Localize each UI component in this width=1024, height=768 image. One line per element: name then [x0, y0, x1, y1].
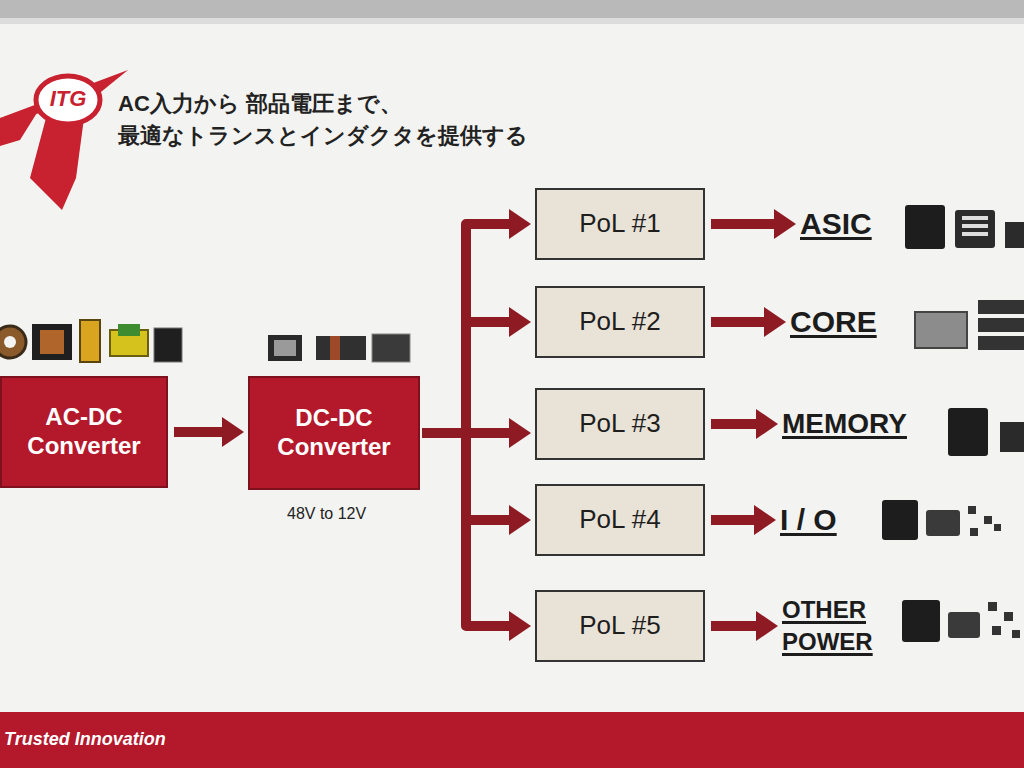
pol-box: PoL #4 [535, 484, 705, 556]
pol-box: PoL #1 [535, 188, 705, 260]
footer-tagline: Trusted Innovation [4, 729, 166, 750]
arrow-head [509, 418, 531, 448]
node-text: DC-DC Converter [262, 404, 406, 462]
arrow-head [222, 417, 244, 447]
text-stack: AC-DC Converter [14, 403, 154, 461]
connector-arrow [422, 307, 531, 433]
connector-arrow [174, 417, 244, 447]
node-text: I / O [780, 500, 841, 541]
arrow-head [756, 611, 778, 641]
connector-arrow [711, 209, 796, 239]
title: AC入力から 部品電圧まで、 最適なトランスとインダクタを提供する [118, 88, 588, 152]
connector-arrow [711, 409, 778, 439]
text-stack: DC-DC Converter [262, 404, 406, 462]
node-text: PoL #2 [579, 306, 660, 337]
node-text: OTHER POWER [782, 594, 897, 659]
connector-arrow [422, 209, 531, 433]
load-label: I / O [780, 500, 841, 541]
arrow-head [509, 505, 531, 535]
load-label: CORE [790, 302, 881, 343]
load-label: OTHER POWER [782, 594, 901, 659]
logo-text: ITG [40, 86, 96, 112]
arrow-head [754, 505, 776, 535]
node-text: MEMORY [782, 405, 911, 443]
connector-line [422, 433, 510, 626]
connector-arrow [711, 611, 778, 641]
pol-box: PoL #2 [535, 286, 705, 358]
converter-box: DC-DC Converter [248, 376, 420, 490]
node-text: PoL #5 [579, 610, 660, 641]
connector-line [711, 419, 757, 429]
voltage-note: 48V to 12V [287, 505, 366, 523]
node-text: AC-DC Converter [14, 403, 154, 461]
node-text: PoL #1 [579, 208, 660, 239]
arrow-head [509, 307, 531, 337]
connector-line [174, 427, 223, 437]
node-text: CORE [790, 302, 881, 343]
arrow-head [756, 409, 778, 439]
converter-box: AC-DC Converter [0, 376, 168, 488]
connector-line [711, 621, 757, 631]
text-stack: PoL #2 [579, 306, 660, 337]
arrow-head [774, 209, 796, 239]
text-stack: CORE [790, 302, 881, 343]
pol-box: PoL #3 [535, 388, 705, 460]
arrow-head [764, 307, 786, 337]
load-label: MEMORY [782, 405, 911, 443]
node-text: PoL #3 [579, 408, 660, 439]
connector-arrow [422, 433, 531, 641]
logo [0, 70, 128, 210]
arrow-head [509, 611, 531, 641]
arrow-head [509, 209, 531, 239]
connector-line [422, 322, 510, 433]
text-stack: PoL #3 [579, 408, 660, 439]
connector-line [422, 224, 510, 433]
connector-line [711, 219, 775, 229]
node-text: ASIC [800, 204, 876, 245]
text-stack: PoL #4 [579, 504, 660, 535]
text-stack: MEMORY [782, 405, 911, 443]
component-icons [0, 205, 1024, 642]
node-text: PoL #4 [579, 504, 660, 535]
connector-line [711, 317, 765, 327]
connector-line [711, 515, 755, 525]
top-strip [0, 0, 1024, 18]
text-stack: PoL #5 [579, 610, 660, 641]
text-stack: I / O [780, 500, 841, 541]
connector-arrow [711, 307, 786, 337]
connector-arrow [422, 433, 531, 535]
text-stack: PoL #1 [579, 208, 660, 239]
top-shadow [0, 18, 1024, 24]
connector-arrow [711, 505, 776, 535]
load-label: ASIC [800, 204, 876, 245]
text-stack: OTHER POWER [782, 594, 901, 659]
text-stack: ASIC [800, 204, 876, 245]
pol-box: PoL #5 [535, 590, 705, 662]
footer-band [0, 712, 1024, 768]
